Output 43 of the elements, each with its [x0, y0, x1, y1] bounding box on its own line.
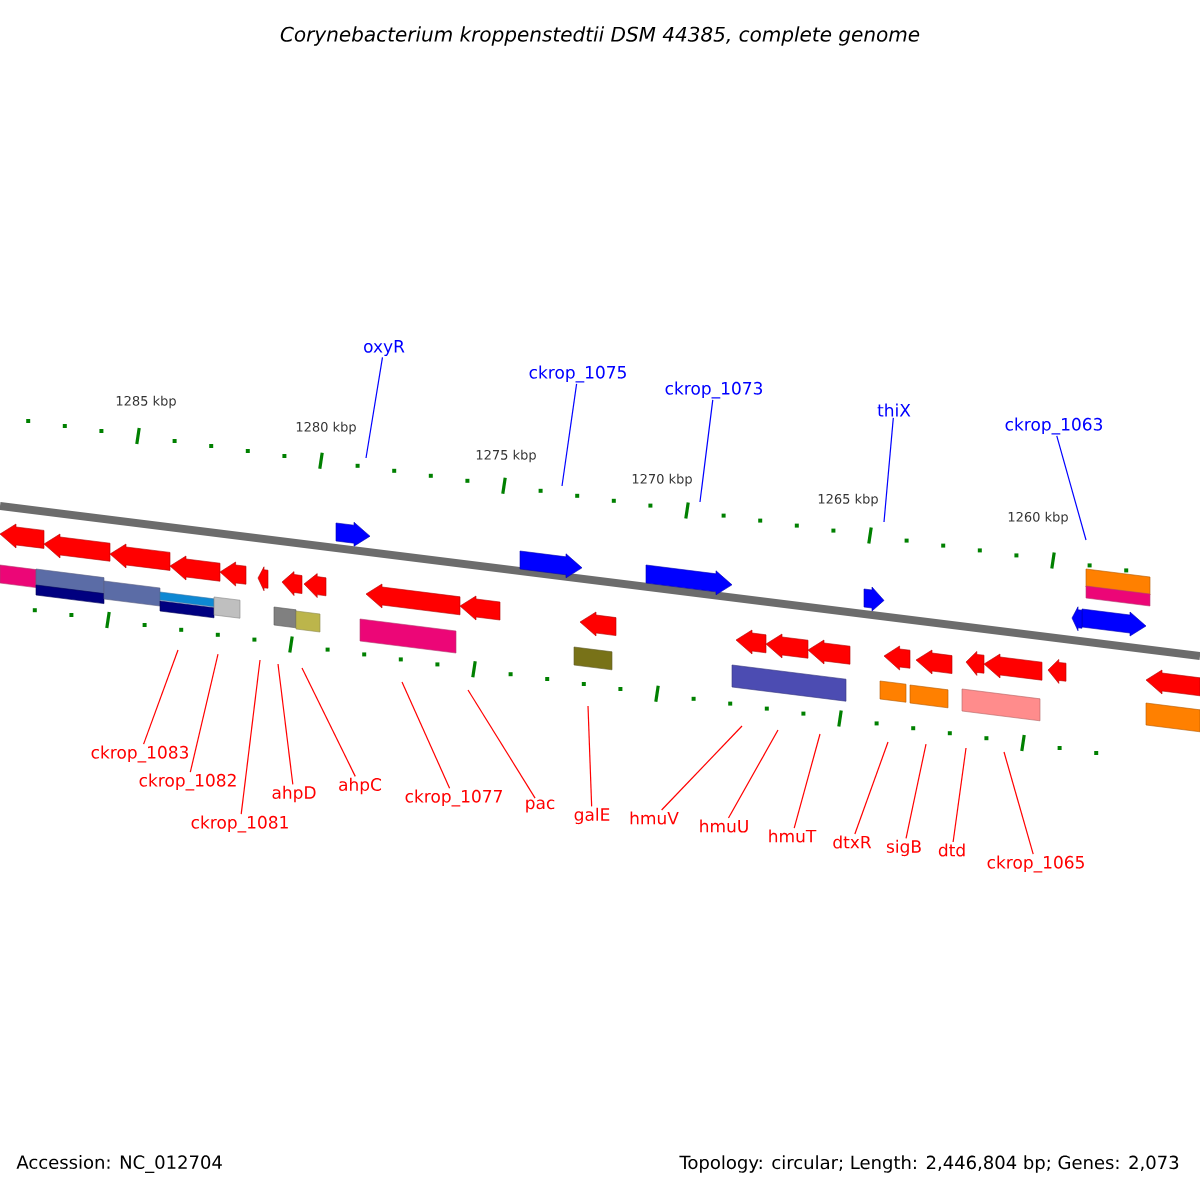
gene-label: hmuT — [769, 829, 817, 843]
footer-text: Accession: NC_012704 — [16, 1155, 222, 1173]
leader-line — [854, 741, 889, 835]
leader-line — [793, 733, 821, 829]
gene-label: dtd — [938, 843, 965, 857]
leader-line — [143, 649, 179, 745]
gene-label: ckrop_1081 — [191, 815, 288, 833]
leader-line — [699, 399, 714, 503]
gene-label: ckrop_1063 — [1005, 417, 1103, 435]
gene-label: ckrop_1083 — [91, 745, 188, 763]
leader-line — [467, 689, 536, 799]
gene-label: ckrop_1075 — [529, 365, 626, 383]
gene-label: sigB — [886, 839, 921, 857]
leader-line — [365, 356, 384, 459]
gene-label: oxyR — [364, 340, 405, 356]
leader-line — [301, 667, 356, 777]
gene-label: dtxR — [833, 835, 872, 849]
leader-line — [561, 383, 578, 487]
gene-label: galE — [574, 807, 610, 825]
leader-line — [587, 705, 593, 807]
gene-label: pac — [526, 799, 555, 813]
leader-line — [727, 729, 779, 819]
gene-label: ckrop_1082 — [139, 773, 236, 791]
leader-line — [661, 725, 743, 811]
leader-line — [1003, 751, 1034, 855]
gene-label: ahpC — [339, 777, 381, 795]
leader-line — [905, 743, 927, 839]
gene-label: ckrop_1073 — [665, 381, 762, 399]
gene-label: ckrop_1065 — [987, 855, 1084, 873]
leader-line — [189, 653, 219, 773]
leader-line — [952, 747, 967, 843]
leader-line — [1056, 435, 1087, 541]
title: Corynebacterium kroppenstedtii DSM 44385, complete genome — [280, 26, 920, 46]
gene-label: thiX — [877, 403, 911, 417]
gene-label: hmuV — [630, 811, 679, 825]
footer-text: Topology: circular; Length: 2,446,804 bp; Genes: 2,073 — [679, 1155, 1179, 1173]
leader-line — [401, 681, 451, 789]
gene-label: ahpD — [272, 785, 316, 803]
leader-line — [883, 417, 894, 523]
leader-line — [277, 663, 294, 785]
gene-label: ckrop_1077 — [405, 789, 502, 807]
leader-line — [240, 659, 261, 815]
gene-label: hmuU — [700, 819, 748, 833]
